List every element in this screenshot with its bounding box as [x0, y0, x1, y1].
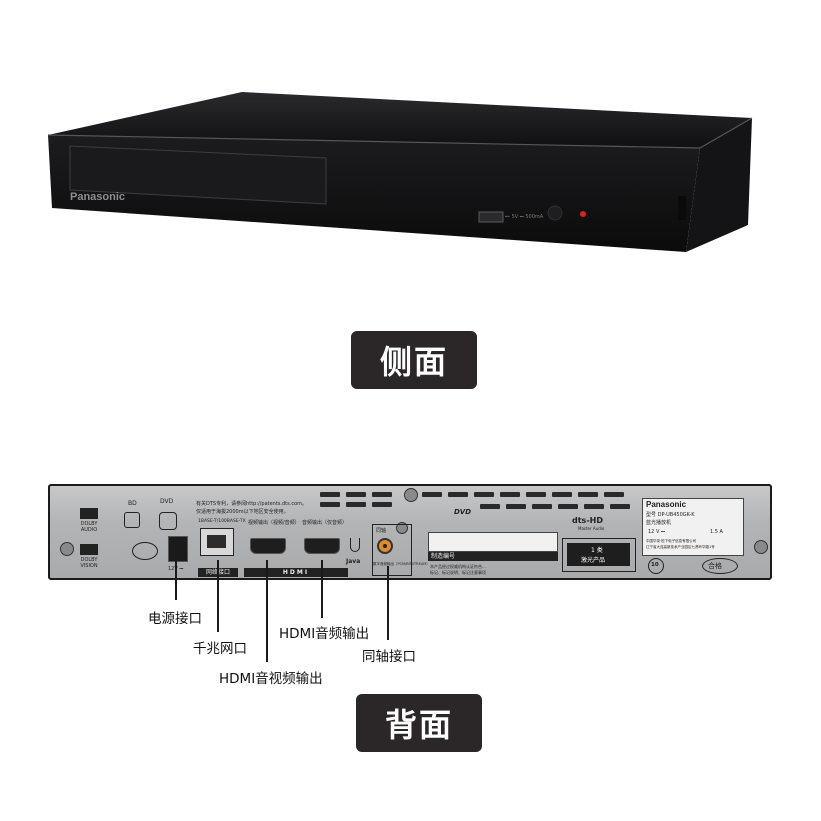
callout-hdmi-av: HDMI音视频输出 [219, 671, 323, 687]
power-led [580, 211, 586, 217]
screw-right [754, 540, 768, 554]
coax-bottom-label: 数字音频输出（PCM/BITSTREAM） [373, 562, 430, 566]
front-brand-logo: Panasonic [70, 191, 126, 203]
dts-sub-label: Master Audio [578, 526, 605, 531]
callout-line-hdmi-audio [321, 560, 323, 618]
rear-panel: DOLBY AUDIO DOLBY VISION BD DVD 有关DTS专利，… [48, 484, 772, 580]
notice-text-1: 本产品经过权威机构认证符合... [430, 564, 486, 569]
callout-lan: 千兆网口 [193, 641, 247, 657]
front-device-illustration [47, 92, 753, 252]
hdmi-audio-label: 音频输出（仅音频） [302, 520, 348, 526]
notice-text-2: 标记、标记说明、标记注意事项 [430, 570, 486, 575]
dvd-logo: DVD [454, 508, 472, 516]
patent-notice-2: 仅适用于海拔2000m以下地区安全使用。 [196, 509, 289, 515]
hdmi-av-label: 视频输出（视频/音频） [248, 520, 300, 526]
screw-top [404, 488, 418, 502]
section-label-back: 背面 [356, 694, 482, 752]
plate-maker-2: 辽宁省大连高新技术产业园区七贤岭华路1号 [646, 545, 715, 549]
screw-left [60, 542, 74, 556]
device-side-face [686, 118, 752, 252]
dvd-region-icon [159, 512, 177, 530]
ccc-mark-icon [132, 542, 158, 560]
serial-box [428, 532, 558, 552]
laser-class: 1 类 [591, 547, 603, 554]
plate-brand: Panasonic [646, 500, 687, 509]
lan-port[interactable] [200, 528, 234, 556]
dts-logo: dts-HD [572, 516, 603, 525]
dolby-vision-label: DOLBY VISION [80, 557, 98, 569]
lan-spec-label: 1BASE-T/100BASE-TX [198, 519, 246, 524]
callout-line-hdmi-av [266, 560, 268, 662]
plate-product-type: 蓝光播放机 [646, 520, 672, 526]
dolby-icon [80, 508, 98, 519]
hdmi-av-port[interactable] [250, 538, 286, 554]
hdmi-logo: HDMI [244, 568, 348, 577]
java-logo: Java [346, 558, 361, 565]
callout-line-power [175, 560, 177, 600]
plate-maker-1: 中国华录·松下电子信息有限公司 [646, 539, 697, 543]
device-top-surface [48, 92, 752, 148]
pass-label: 合格 [708, 562, 722, 570]
dc-power-jack[interactable] [168, 536, 188, 562]
pass-badge [702, 558, 738, 574]
java-icon [350, 538, 360, 552]
dvd-label: DVD [160, 498, 174, 505]
callout-line-coax [387, 566, 389, 640]
laser-label: 1 类 激光产品 [562, 538, 636, 572]
usb-label: ⊷ 5V ⎓ 500mA [505, 214, 544, 220]
coax-box [372, 524, 412, 576]
eco-label: 10 [651, 562, 659, 568]
callout-coax: 同轴接口 [362, 649, 416, 665]
laser-product: 激光产品 [581, 557, 606, 564]
disc-tray [69, 145, 327, 205]
screw-coax [396, 522, 408, 534]
bd-label: BD [128, 500, 137, 507]
coax-top-label: 同轴 [376, 528, 387, 534]
section-label-side: 侧面 [351, 331, 477, 389]
callout-power: 电源接口 [148, 611, 202, 627]
dolby-vision-icon [80, 544, 98, 555]
patent-notice-1: 有关DTS专利，请参阅http://patents.dts.com。 [196, 501, 308, 507]
eco-icon [648, 558, 664, 574]
callout-line-lan [217, 560, 219, 632]
coax-port[interactable] [377, 538, 393, 554]
serial-label: 制造编号 [428, 552, 558, 561]
dolby-audio-label: DOLBY AUDIO [80, 521, 98, 533]
plate-model: 型号 DP-UB450GK-K [646, 512, 695, 518]
callout-hdmi-audio: HDMI音频输出 [279, 626, 370, 642]
plate-current: 1.5 A [710, 529, 723, 535]
plate-voltage: 12 V ⎓ [648, 529, 665, 535]
usb-port [478, 211, 504, 223]
bd-region-icon [124, 512, 140, 528]
hdmi-audio-port[interactable] [304, 538, 340, 554]
rating-plate [642, 498, 744, 556]
